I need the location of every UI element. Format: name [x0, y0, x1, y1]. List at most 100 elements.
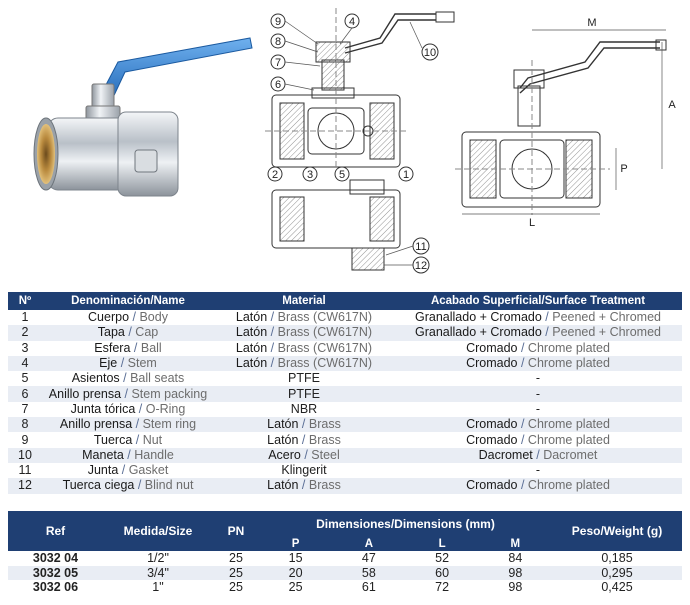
- component-material-es: Latón: [235, 340, 268, 355]
- dimension-cell-weight: 0,295: [552, 565, 682, 580]
- component-finish-separator: /: [517, 478, 528, 493]
- component-material-separator: /: [298, 478, 309, 493]
- dim-label-m: M: [587, 17, 596, 29]
- section-drawing: [265, 8, 455, 271]
- component-name-en: Cap: [135, 325, 159, 340]
- component-material-es: Latón: [235, 325, 268, 340]
- component-finish-es: Dacromet: [478, 447, 533, 462]
- header-ref: Ref: [8, 511, 103, 551]
- component-finish: Dacromet / Dacromet: [394, 447, 682, 463]
- dimension-cell-p: 20: [259, 565, 333, 580]
- component-name-separator: /: [132, 417, 143, 432]
- component-material-separator: /: [298, 432, 309, 447]
- component-material-en: Brass (CW617N): [277, 310, 373, 325]
- callout-10: 10: [424, 47, 436, 59]
- callout-6: 6: [275, 79, 281, 91]
- callout-9: 9: [275, 16, 281, 28]
- component-material-es: Latón: [267, 417, 299, 432]
- component-name: Maneta / Handle: [42, 447, 214, 463]
- components-header-row: Nº Denominación/Name Material Acabado Su…: [8, 292, 682, 310]
- component-name-es: Cuerpo: [88, 310, 130, 325]
- component-finish-en: Chrome plated: [527, 417, 610, 432]
- component-material: NBR: [290, 401, 318, 416]
- dimension-cell-ref: 3032 06: [32, 580, 79, 595]
- component-number: 9: [21, 432, 29, 447]
- component-material: PTFE: [288, 371, 320, 386]
- header-number: Nº: [8, 292, 42, 310]
- component-name: Tuerca / Nut: [42, 432, 214, 447]
- component-name-en: O-Ring: [145, 401, 186, 416]
- component-finish: Cromado / Chrome plated: [394, 355, 682, 372]
- header-p: P: [259, 537, 333, 551]
- header-pn: PN: [213, 511, 259, 551]
- component-name-separator: /: [123, 447, 135, 462]
- component-finish: Cromado / Chrome plated: [394, 432, 682, 447]
- component-material-es: Acero: [268, 447, 301, 462]
- dimension-cell-weight: 0,425: [601, 580, 633, 595]
- component-name-separator: /: [130, 340, 141, 355]
- component-number: 3: [21, 340, 29, 355]
- component-finish: Granallado + Cromado / Peened + Chromed: [394, 310, 682, 325]
- figure-area: 9 8 7 6 4 10 2 3 5 1 11 12: [0, 0, 690, 288]
- component-number: 10: [8, 447, 42, 463]
- dimension-cell-size: 1/2": [147, 551, 169, 566]
- component-material-es: Latón: [267, 432, 299, 447]
- component-finish-es: Cromado: [466, 340, 518, 355]
- component-finish-separator: /: [517, 340, 528, 355]
- component-name: Junta / Gasket: [42, 463, 214, 478]
- component-name-separator: /: [119, 371, 131, 386]
- component-number: 2: [8, 325, 42, 341]
- component-name-es: Junta tórica: [70, 401, 136, 416]
- component-number: 8: [8, 417, 42, 433]
- dimension-cell-m: 98: [508, 580, 523, 595]
- callout-5: 5: [339, 169, 345, 181]
- component-finish-en: Chrome plated: [527, 340, 610, 355]
- component-name-es: Eje: [99, 356, 118, 371]
- dimension-cell-l: 72: [435, 580, 450, 595]
- component-material: Latón / Brass: [214, 432, 394, 447]
- header-a: A: [332, 537, 406, 551]
- component-finish-en: Chrome plated: [527, 432, 610, 447]
- component-finish-separator: /: [541, 310, 553, 325]
- component-finish: -: [394, 386, 682, 402]
- header-m: M: [478, 537, 552, 551]
- dimension-cell-a: 58: [332, 565, 406, 580]
- component-finish-separator: /: [517, 432, 528, 447]
- component-name-es: Tuerca: [93, 432, 133, 447]
- dimension-cell-m: 98: [478, 565, 552, 580]
- dimension-cell-pn: 25: [229, 580, 243, 595]
- component-name-en: Blind nut: [144, 478, 194, 493]
- dimension-cell-weight: 0,185: [601, 551, 633, 566]
- component-name-es: Anillo prensa: [48, 386, 122, 401]
- component-material-en: Brass: [308, 432, 341, 447]
- component-number: 5: [21, 371, 29, 386]
- component-name-en: Body: [139, 310, 168, 325]
- component-number: 12: [8, 478, 42, 494]
- callouts: 9 8 7 6 4 10 2 3 5 1 11 12: [267, 13, 439, 274]
- component-name: Tuerca ciega / Blind nut: [42, 478, 214, 494]
- dim-label-p: P: [620, 163, 627, 175]
- dimension-cell-ref: 3032 05: [8, 565, 103, 580]
- component-material: Latón / Brass (CW617N): [214, 325, 394, 341]
- component-name: Junta tórica / O-Ring: [42, 402, 214, 417]
- technical-drawings: 9 8 7 6 4 10 2 3 5 1 11 12: [33, 8, 676, 274]
- header-name: Denominación/Name: [42, 292, 214, 310]
- component-material-es: Latón: [267, 478, 299, 493]
- component-material: Latón / Brass (CW617N): [214, 355, 394, 372]
- callout-12: 12: [415, 260, 427, 272]
- component-number: 6: [8, 386, 42, 402]
- component-material-en: Brass: [308, 478, 341, 493]
- component-finish: -: [535, 401, 541, 416]
- component-name-en: Stem packing: [131, 386, 208, 401]
- component-name: Anillo prensa / Stem ring: [42, 417, 214, 433]
- component-finish: Cromado / Chrome plated: [394, 478, 682, 494]
- component-material-es: Latón: [235, 310, 268, 325]
- component-name-separator: /: [118, 463, 129, 478]
